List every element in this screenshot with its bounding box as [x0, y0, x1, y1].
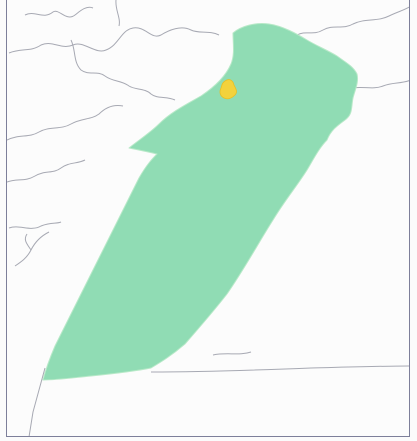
map-frame	[6, 0, 410, 437]
boundary-line-east	[352, 80, 409, 89]
admin-boundaries	[7, 0, 409, 436]
boundary-line-west-5	[24, 233, 32, 251]
boundary-line-west-1	[7, 105, 124, 141]
boundary-line-south	[150, 365, 409, 373]
highlighted-point-feature[interactable]	[219, 79, 237, 100]
boundary-line-center	[212, 351, 252, 356]
boundary-line-north-3	[70, 39, 176, 101]
boundary-line-north-1	[24, 6, 94, 18]
boundary-line-northeast	[296, 6, 409, 36]
boundary-line-southwest	[28, 367, 46, 436]
boundary-line-west-4	[14, 231, 50, 267]
boundary-line-north-4	[115, 0, 120, 27]
boundary-line-north-2	[8, 27, 220, 54]
map-canvas	[7, 0, 409, 436]
highlighted-region[interactable]	[42, 23, 358, 381]
boundary-line-west-3	[8, 221, 62, 229]
boundary-line-west-2	[7, 159, 86, 183]
